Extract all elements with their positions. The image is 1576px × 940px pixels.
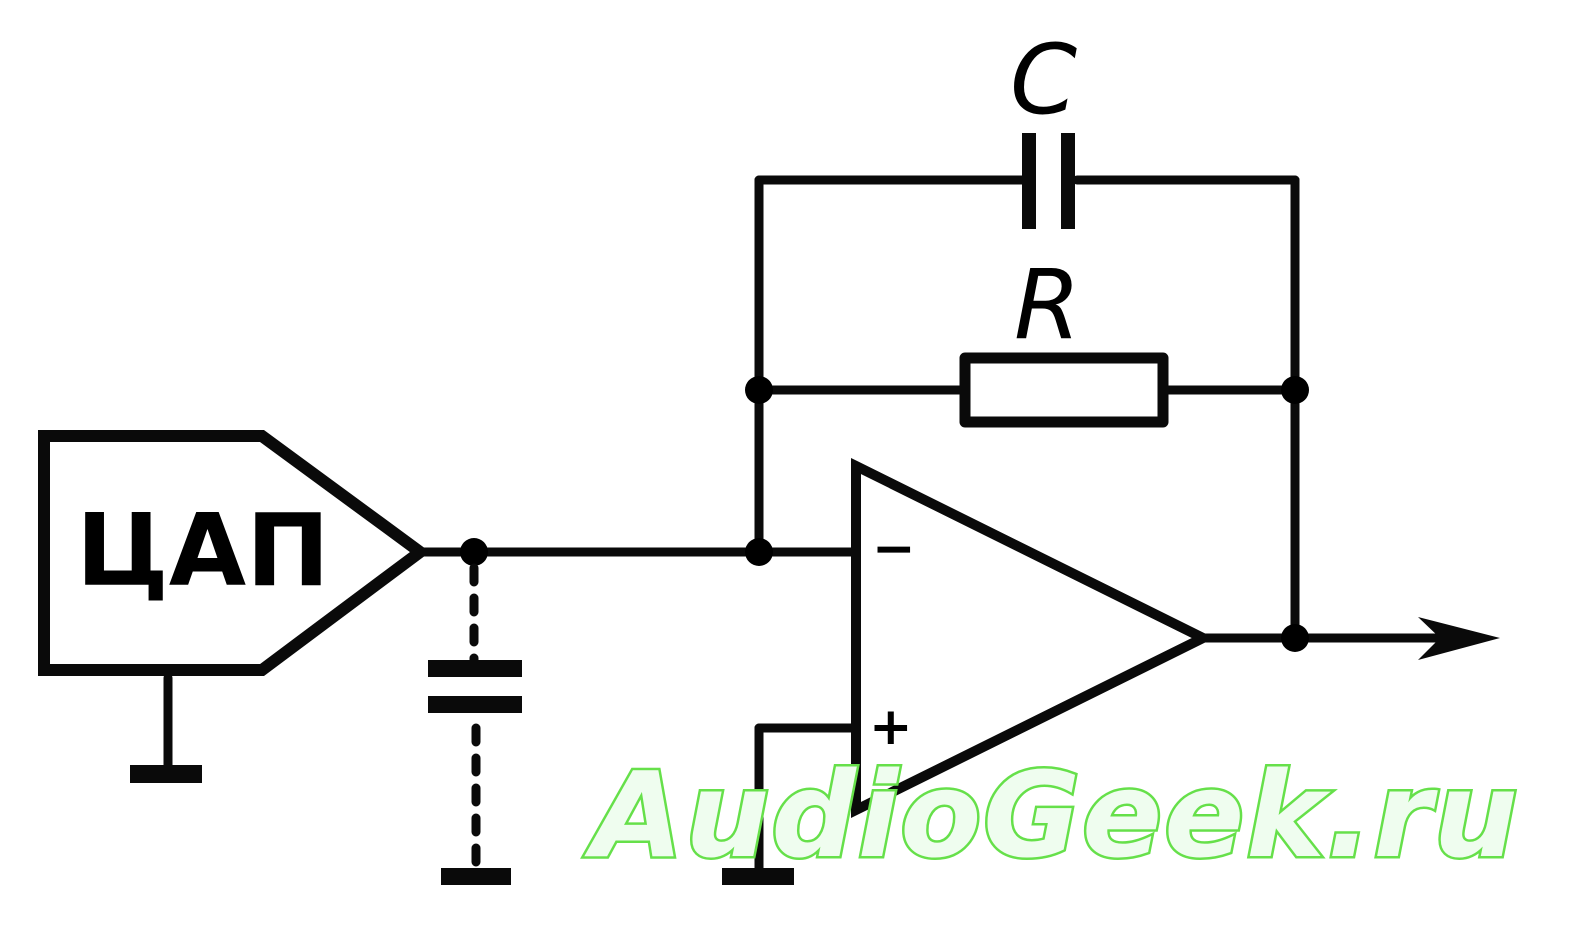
- opamp-noninverting-sign: +: [869, 697, 913, 757]
- resistor-label: R: [1014, 249, 1081, 361]
- resistor-body: [959, 352, 1169, 428]
- watermark: AudioGeek.ru: [584, 746, 1520, 884]
- junction-node-feedback-left: [745, 376, 773, 404]
- opamp-inverting-sign: −: [872, 519, 916, 579]
- junction-node-feedback-right: [1281, 376, 1309, 404]
- capacitor-label: C: [1010, 24, 1077, 136]
- opamp-ground-symbol: [722, 868, 794, 885]
- dac-label: ЦАП: [76, 492, 330, 609]
- parasitic-ground-symbol: [441, 868, 511, 885]
- dac-ground-symbol: [130, 765, 202, 783]
- dac-outline: [38, 430, 431, 676]
- opamp-triangle: [851, 457, 1215, 819]
- parasitic-capacitor: [428, 563, 522, 885]
- output-arrow-icon: [1418, 617, 1500, 660]
- junction-node-output: [1281, 624, 1309, 652]
- dac-block: ЦАП: [38, 430, 431, 783]
- cap-plate-left: [1022, 133, 1036, 229]
- parasitic-plate-top: [428, 660, 522, 677]
- junction-node-inverting-input: [745, 538, 773, 566]
- opamp: − +: [722, 457, 1215, 885]
- parasitic-plate-bottom: [428, 696, 522, 713]
- cap-plate-right: [1061, 133, 1075, 229]
- junction-node-dac-output: [460, 538, 488, 566]
- feedback-network: C R: [745, 24, 1309, 643]
